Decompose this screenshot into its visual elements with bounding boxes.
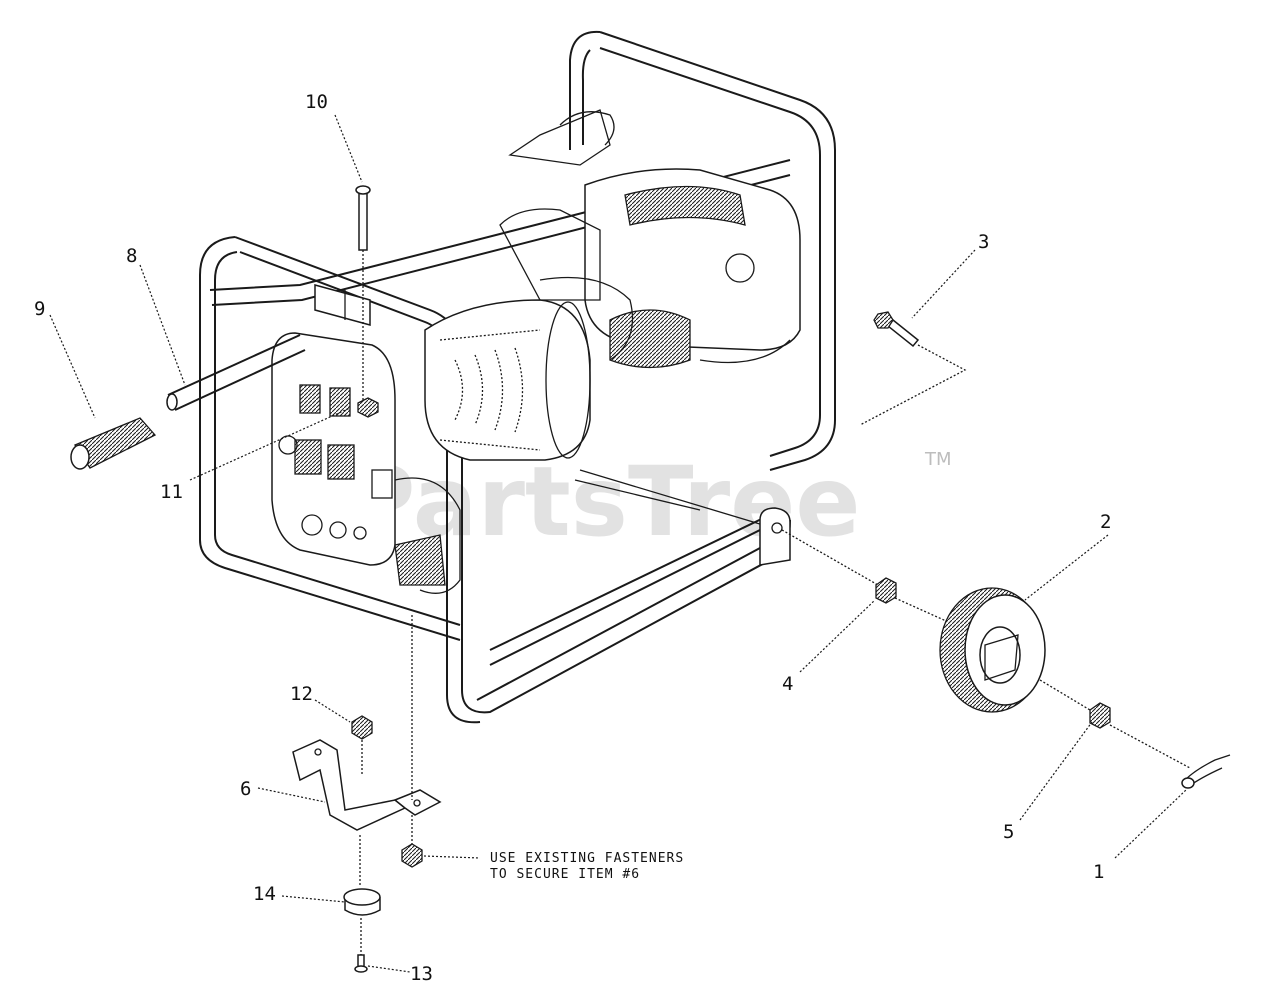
part-6-mounting-bracket	[292, 739, 442, 831]
part-14-rubber-foot	[343, 835, 381, 916]
callout-2: 2	[1100, 511, 1111, 533]
callout-6: 6	[240, 778, 251, 800]
rear-frame	[569, 30, 836, 471]
engine	[499, 109, 801, 369]
part-11-nut	[357, 397, 379, 418]
part-13-screw	[354, 918, 368, 973]
handle-bracket	[314, 284, 371, 326]
alternator	[424, 299, 591, 461]
part-5-washer	[1089, 702, 1191, 769]
part-2-wheel	[939, 587, 1091, 713]
fastener-note-line-1: USE EXISTING FASTENERS	[490, 851, 684, 866]
callout-4: 4	[782, 673, 793, 695]
fastener-note: USE EXISTING FASTENERS TO SECURE ITEM #6	[490, 851, 684, 882]
part-12-nut	[351, 715, 373, 775]
part-10-bolt	[355, 185, 371, 400]
part-9-handle-grip	[70, 417, 157, 470]
callout-1: 1	[1093, 861, 1104, 883]
callout-13: 13	[410, 963, 433, 985]
callout-10: 10	[305, 91, 328, 113]
callout-labels: 1 2 3 4 5 6 8 9 10 11 12 13 14	[34, 91, 1111, 985]
part-8-handle-tube	[166, 334, 306, 411]
part-4-washer	[875, 577, 897, 604]
part-3-bolt	[859, 311, 967, 426]
axle-bracket	[759, 507, 956, 626]
callout-12: 12	[290, 683, 313, 705]
fastener-note-line-2: TO SECURE ITEM #6	[490, 867, 640, 882]
existing-fastener-nut	[401, 843, 481, 868]
callout-9: 9	[34, 298, 45, 320]
watermark-trademark: TM	[924, 449, 952, 470]
callout-11: 11	[160, 481, 183, 503]
part-1-hairpin-clip	[1181, 754, 1231, 789]
callout-3: 3	[978, 231, 989, 253]
control-panel	[271, 332, 461, 594]
callout-8: 8	[126, 245, 137, 267]
callout-14: 14	[253, 883, 276, 905]
callout-5: 5	[1003, 821, 1014, 843]
leader-lines	[49, 114, 1187, 973]
